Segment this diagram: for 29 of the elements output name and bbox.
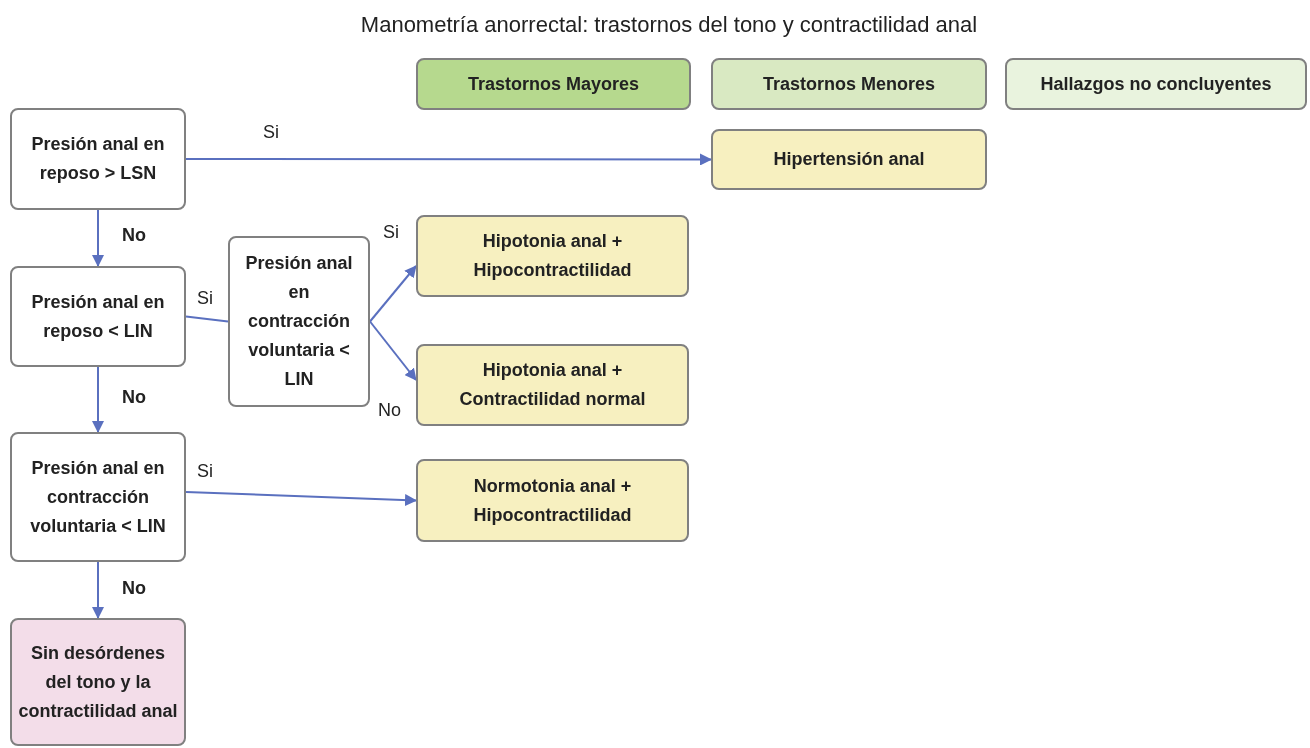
result-box [416,344,689,426]
legend-text: Hallazgos no concluyentes [1040,73,1272,95]
node-text: Presión anal en reposo > LSN [30,133,166,185]
node-text: Presión anal en reposo < LIN [30,290,166,343]
node-text: Sin desórdenes del tono y la contractilidad anal [18,641,178,723]
result-box [416,459,689,542]
legend-text: Trastornos Menores [762,73,935,95]
node-text: Hipertensión anal [773,148,925,171]
diagram-title: Manometría anorrectal: trastornos del tono y contractilidad anal [359,12,979,38]
result-box [416,215,689,297]
arrow [369,265,417,323]
arrow [369,320,417,381]
result-box [711,129,987,190]
arrow [92,561,104,619]
decision-box [10,266,186,367]
decision-box [10,432,186,562]
outcome-box [10,618,186,746]
node-text: Presión anal en contracción voluntaria < LIN [29,456,167,538]
decision-box [228,236,370,407]
arrow [185,153,712,166]
node-text: Normotonia anal + Hipocontractilidad [472,474,633,527]
node-text: Hipotonia anal + Contractilidad normal [458,359,647,411]
arrow [92,209,104,267]
arrow [185,491,417,507]
node-text: Hipotonia anal + Hipocontractilidad [472,230,633,282]
legend-text: Trastornos Mayores [467,73,640,95]
decision-box [10,108,186,210]
arrow [92,366,104,433]
node-text: Presión anal en contracción voluntaria < LIN [244,252,354,391]
